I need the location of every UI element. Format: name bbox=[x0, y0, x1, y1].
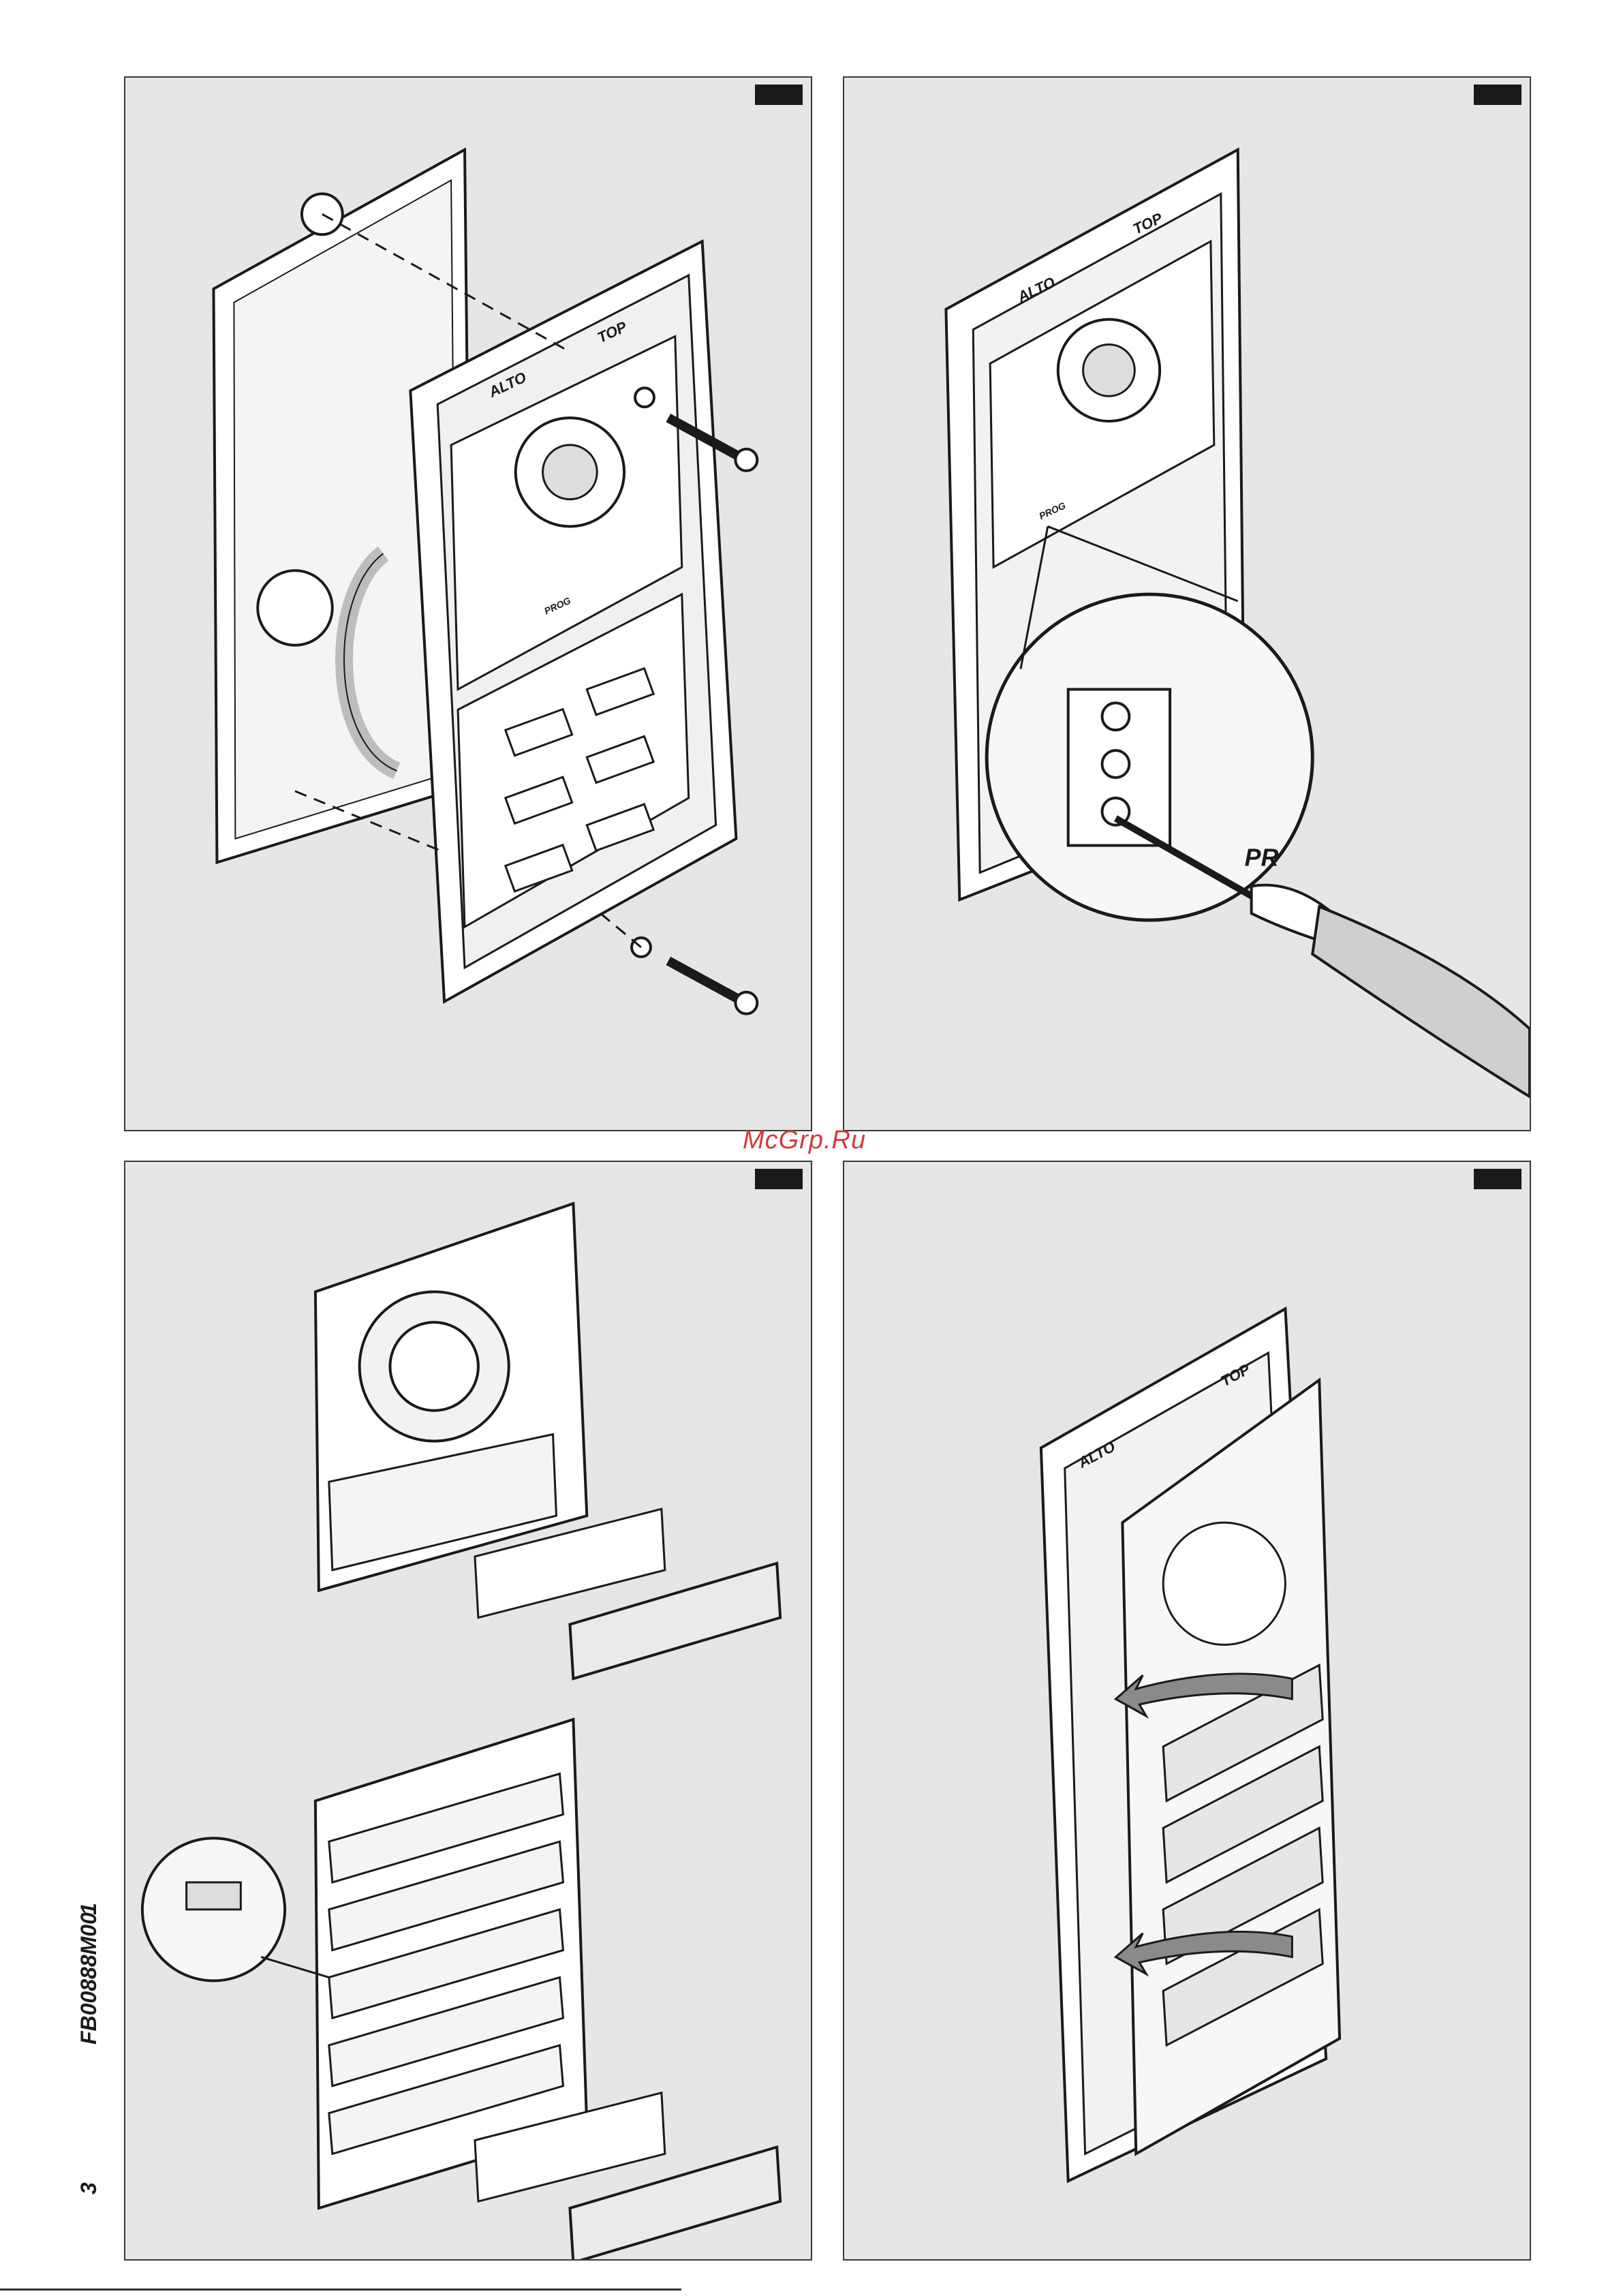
footer-rule bbox=[0, 2289, 681, 2291]
figure-panel-1: ALTO TOP PROG bbox=[124, 76, 812, 1131]
wall-box-mounting-illustration: ALTO TOP PROG bbox=[125, 78, 811, 1130]
programming-illustration: ALTO TOP PROG PR bbox=[844, 78, 1530, 1130]
watermark-text: McGrp.Ru bbox=[743, 1126, 866, 1155]
figure-panel-4: ALTO TOP bbox=[843, 1161, 1531, 2261]
label-zoom-prog: PR bbox=[1245, 844, 1279, 871]
figure-panel-3 bbox=[124, 1161, 812, 2261]
page-number: 3 bbox=[76, 2182, 102, 2194]
document-code: FB00888M00 bbox=[76, 1912, 102, 2045]
screwdriver-handle bbox=[1312, 906, 1530, 1097]
label-inserts-illustration bbox=[125, 1162, 811, 2259]
figure-panel-2: ALTO TOP PROG PR bbox=[843, 76, 1531, 1131]
front-cover-illustration: ALTO TOP bbox=[844, 1162, 1530, 2259]
section-number: 1 bbox=[76, 1903, 102, 1915]
